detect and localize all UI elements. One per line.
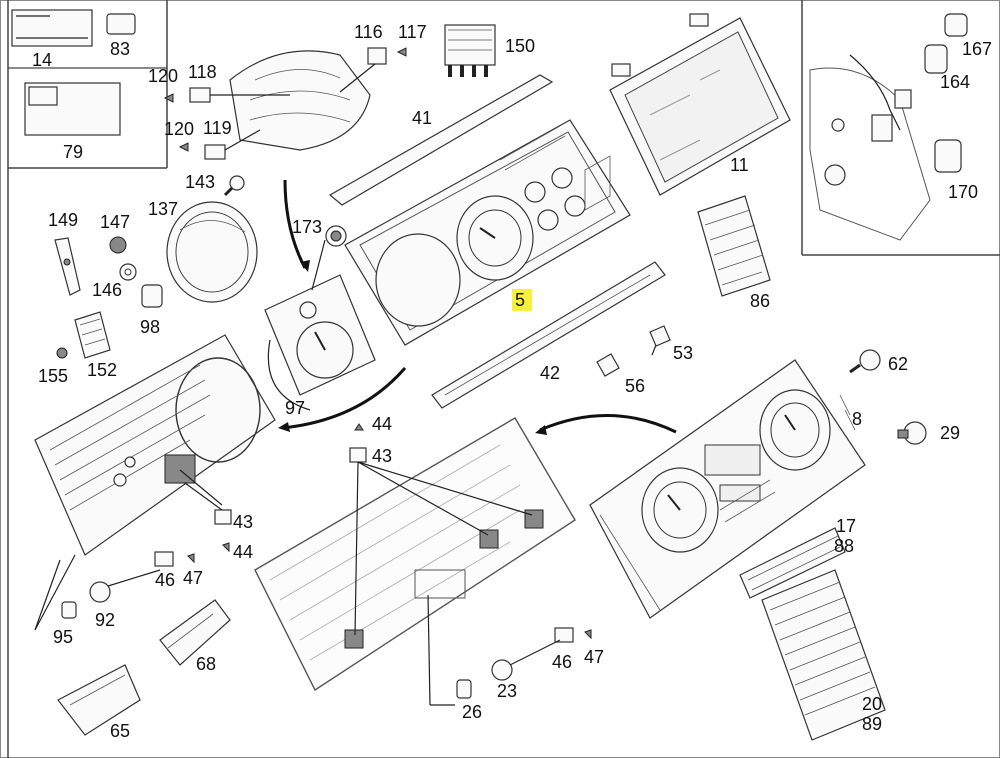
callout-143: 143 (185, 172, 215, 192)
callout-95: 95 (53, 627, 73, 647)
part-146-washer (119, 263, 137, 281)
callout-20: 20 (862, 694, 882, 714)
callout-137: 137 (148, 199, 178, 219)
callout-86: 86 (750, 291, 770, 311)
callout-65: 65 (110, 721, 130, 741)
callout-46: 46 (155, 570, 175, 590)
part-23-socket (491, 639, 561, 681)
callout-44: 44 (372, 414, 392, 434)
callout-43: 43 (233, 512, 253, 532)
callout-56: 56 (625, 376, 645, 396)
callout-79: 79 (63, 142, 83, 162)
part-137-gauge-ring (166, 201, 258, 303)
callout-23: 23 (497, 681, 517, 701)
part-17-88-label-strip (739, 527, 846, 599)
inset-mounting-detail (809, 54, 931, 241)
part-68-cover (159, 599, 231, 666)
callout-17: 17 (836, 516, 856, 536)
callout-164: 164 (940, 72, 970, 92)
callout-119: 119 (203, 118, 232, 138)
callout-43: 43 (372, 446, 392, 466)
callout-92: 92 (95, 610, 115, 630)
part-116-connector (339, 47, 407, 93)
callout-88: 88 (834, 536, 854, 556)
part-173-knob (311, 225, 347, 291)
part-44-bulb-left (222, 542, 230, 553)
callout-11: 11 (730, 155, 749, 175)
part-65-cover (57, 664, 141, 736)
part-11-lens-frame (609, 13, 791, 196)
callout-41: 41 (412, 108, 432, 128)
part-83-plate (106, 13, 136, 35)
callout-152: 152 (87, 360, 117, 380)
part-8-instrument-cluster (589, 359, 866, 619)
part-170-bulb (934, 139, 962, 173)
callout-44: 44 (233, 542, 253, 562)
part-149-bracket (54, 237, 81, 296)
callout-167: 167 (962, 39, 992, 59)
callout-47: 47 (584, 647, 604, 667)
callout-46: 46 (552, 652, 572, 672)
part-97-small-gauge (264, 274, 376, 411)
callout-146: 146 (92, 280, 122, 300)
callout-8: 8 (852, 409, 862, 429)
part-14-label-sheet (11, 9, 93, 47)
part-5-cluster-housing (344, 119, 631, 346)
part-95-bulb (61, 601, 77, 619)
part-56-clip (596, 353, 620, 377)
callout-47: 47 (183, 568, 203, 588)
callout-120: 120 (148, 66, 178, 86)
callout-173: 173 (292, 217, 322, 237)
part-143-screw (223, 175, 245, 197)
part-164-bulb (924, 44, 948, 74)
callout-53: 53 (673, 343, 693, 363)
left-circuit-board (34, 334, 276, 631)
callout-98: 98 (140, 317, 160, 337)
part-147-spring (109, 236, 127, 254)
callout-89: 89 (862, 714, 882, 734)
callout-29: 29 (940, 423, 960, 443)
part-26-bulb (456, 679, 472, 699)
part-46-socket-left (154, 551, 195, 567)
part-42-trim-strip (431, 261, 666, 409)
callout-117: 117 (398, 22, 427, 42)
part-79-card (24, 82, 121, 136)
callout-83: 83 (110, 39, 130, 59)
callout-149: 149 (48, 210, 78, 230)
part-155-nut (56, 347, 68, 359)
part-92-socket (89, 569, 161, 603)
callout-26: 26 (462, 702, 482, 722)
part-43-connector-left (214, 509, 232, 525)
callout-62: 62 (888, 354, 908, 374)
part-167-bulb (944, 13, 968, 37)
callout-116: 116 (354, 22, 383, 42)
callout-155: 155 (38, 366, 68, 386)
callout-150: 150 (505, 36, 535, 56)
part-98-knob (141, 284, 163, 308)
part-46-socket-right (554, 627, 592, 643)
callout-118: 118 (188, 62, 217, 82)
part-41-trim-strip (328, 74, 554, 206)
callout-147: 147 (100, 212, 130, 232)
part-53-clip (649, 325, 671, 356)
rear-housing-assembly (163, 50, 371, 160)
callout-120: 120 (164, 119, 194, 139)
callout-170: 170 (948, 182, 978, 202)
part-86-switch-panel (697, 195, 771, 297)
callout-5: 5 (515, 290, 525, 310)
callout-labels: 14 83 79 120 118 120 119 116 117 150 41 … (32, 22, 992, 741)
part-29-bulb-holder (897, 421, 927, 445)
center-circuit-board (254, 417, 576, 706)
callout-42: 42 (540, 363, 560, 383)
callout-97: 97 (285, 398, 305, 418)
part-62-bulb-holder (849, 349, 881, 374)
assembly-flow-arrows (278, 179, 677, 435)
part-150-relay (444, 24, 496, 77)
part-20-89-label-sheet (761, 569, 886, 741)
callout-14: 14 (32, 50, 52, 70)
part-152-connector (74, 311, 111, 359)
callout-68: 68 (196, 654, 216, 674)
highlight-marker (512, 289, 532, 311)
